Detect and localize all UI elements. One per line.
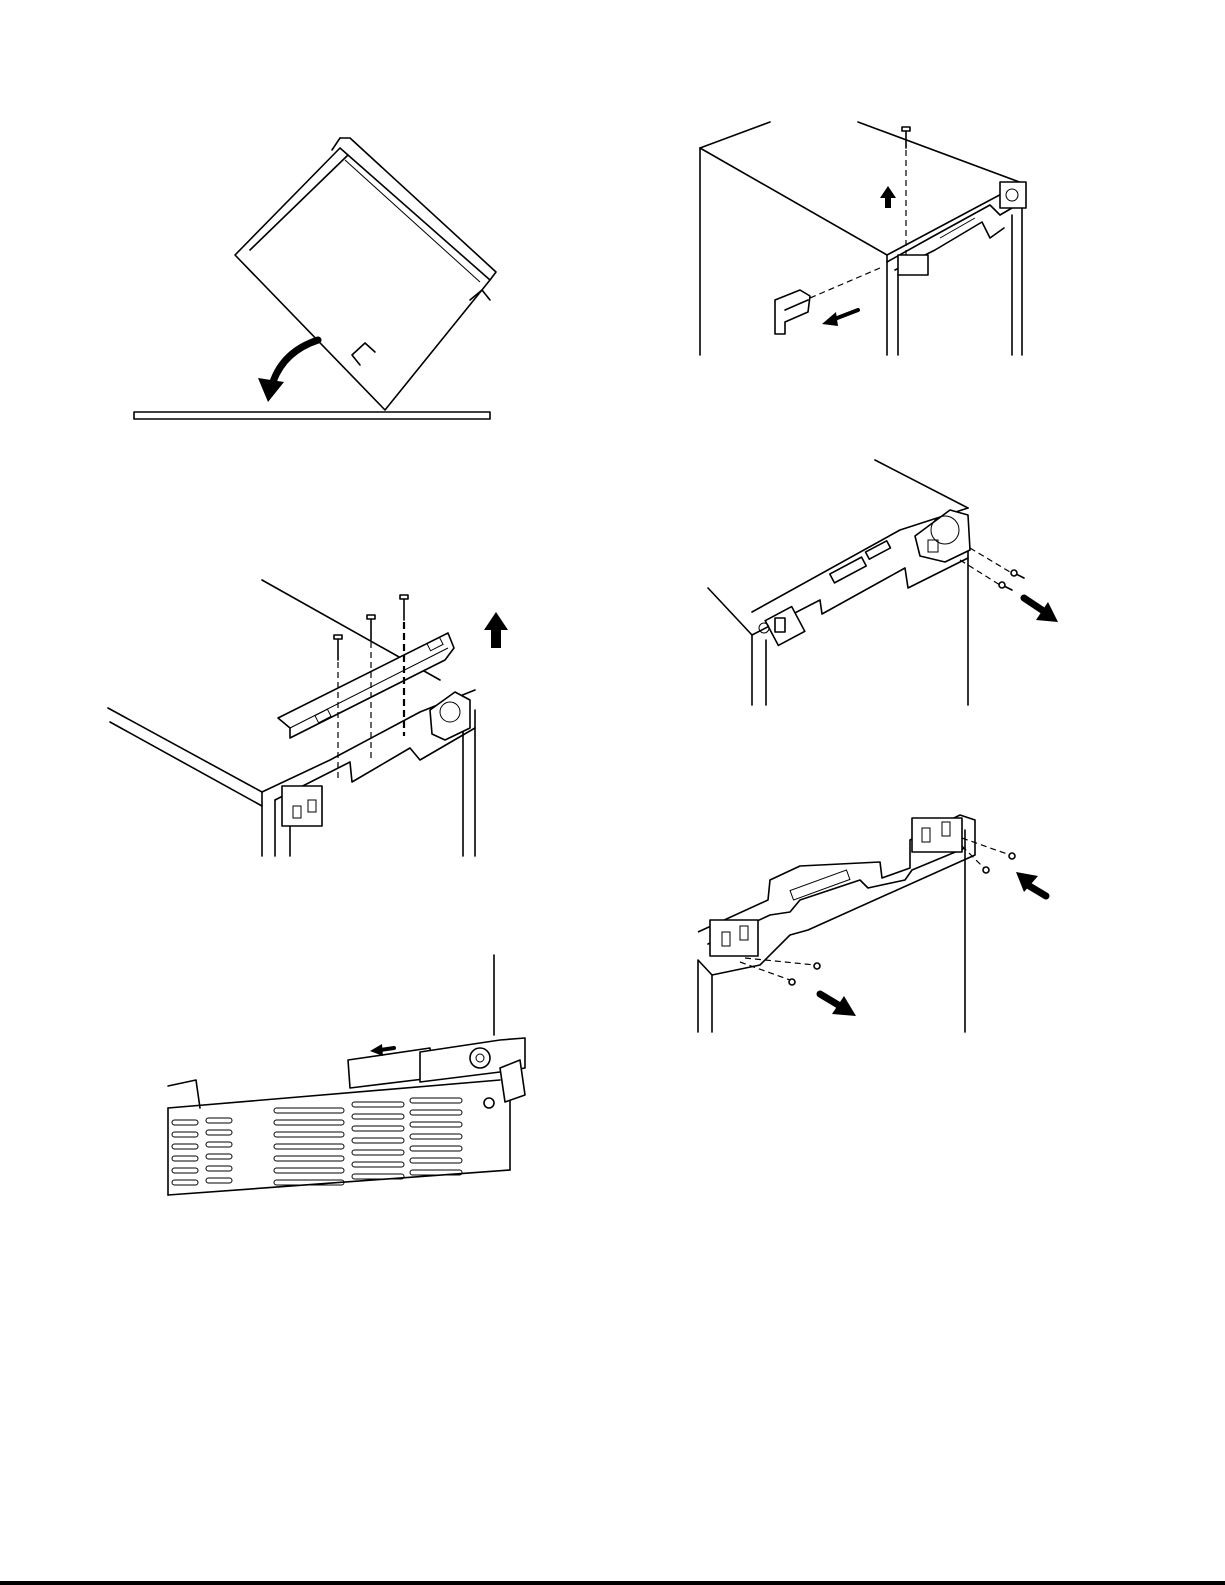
fig-remove-top-brace xyxy=(108,580,508,856)
top-brace xyxy=(278,633,454,738)
curved-arrow-icon xyxy=(258,340,318,402)
fig-remove-hinge-cover xyxy=(700,122,1026,355)
hinge-cover-cap xyxy=(775,290,810,334)
hinge-screws xyxy=(999,570,1024,590)
arrow-up-icon xyxy=(880,186,896,208)
vent-grille xyxy=(172,1098,462,1185)
arrow-in-icon xyxy=(1016,872,1046,896)
tilted-cabinet xyxy=(235,148,490,410)
fig-remove-hinge-screws xyxy=(708,460,1058,705)
fig-move-door-brackets xyxy=(698,815,1046,1032)
arrow-out-icon xyxy=(1024,598,1058,622)
arrow-out-icon xyxy=(822,310,858,326)
fig-tilt-cabinet xyxy=(134,138,496,419)
bottom-page-rule xyxy=(0,1581,1225,1585)
arrow-out-icon xyxy=(820,994,856,1016)
floor-board xyxy=(134,412,490,419)
fig-slide-toe-grille xyxy=(168,955,525,1195)
arrow-up-icon xyxy=(484,612,508,648)
